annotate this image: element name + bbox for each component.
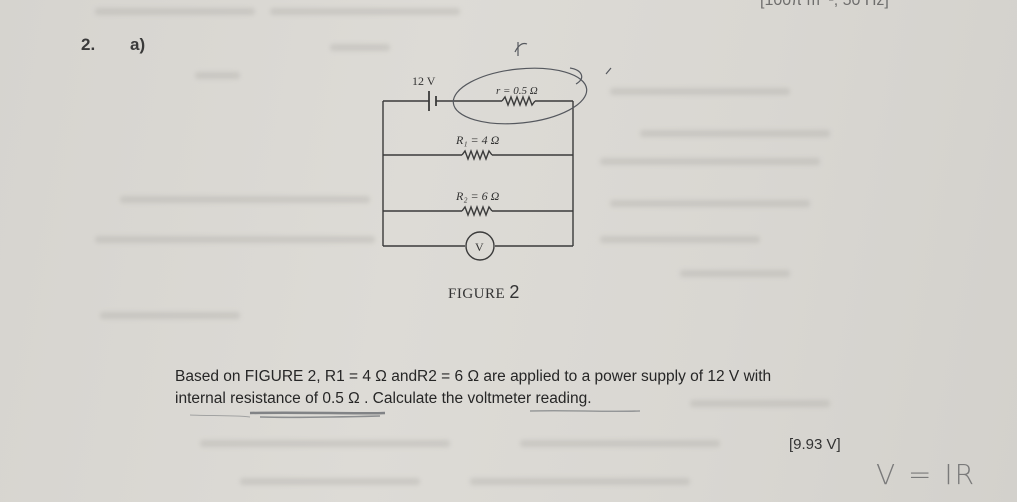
top-reference-text: [100π m⁻¹, 50 Hz]: [760, 0, 889, 9]
question-line-1: Based on FIGURE 2, R1 = 4 Ω andR2 = 6 Ω …: [175, 368, 772, 385]
question-number: 2.: [81, 35, 96, 54]
figure-caption-text: FIGURE: [448, 286, 506, 302]
question-part: a): [130, 35, 146, 54]
battery-label: 12 V: [412, 74, 436, 88]
question-text: Based on FIGURE 2, R1 = 4 Ω andR2 = 6 Ω …: [175, 366, 875, 410]
circuit-diagram: 12 V r = 0.5 Ω R₁ = 4 Ω R₂ = 6 Ω V: [382, 42, 612, 261]
answer-value: [9.93 V]: [789, 436, 841, 453]
internal-resistance-label: r = 0.5 Ω: [496, 85, 538, 97]
handwritten-formula: V = IR: [876, 458, 977, 491]
r2-label: R₂ = 6 Ω: [455, 189, 500, 203]
figure-caption: FIGURE 2: [448, 282, 520, 303]
question-line-2: internal resistance of 0.5 Ω . Calculate…: [175, 390, 592, 407]
figure-caption-number: 2: [509, 282, 520, 302]
voltmeter-icon: V: [475, 240, 484, 254]
pen-underlines: [189, 410, 641, 419]
r1-label: R₁ = 4 Ω: [455, 133, 500, 147]
pen-annotation: [452, 42, 612, 125]
